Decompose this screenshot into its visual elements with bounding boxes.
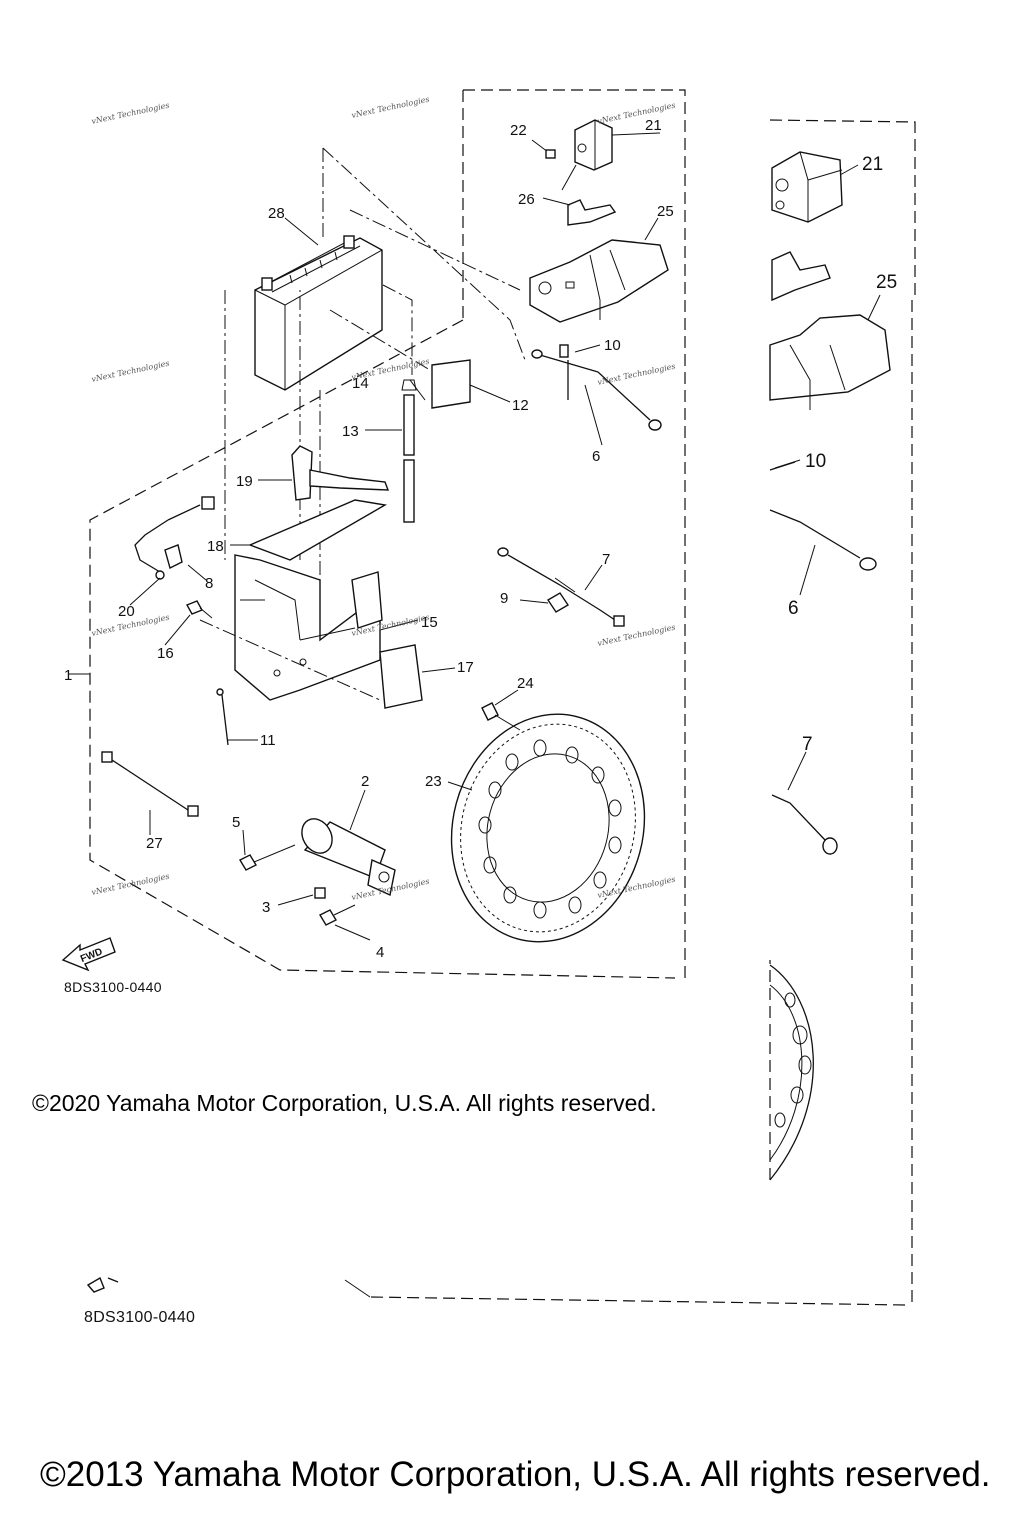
label-11: 11 bbox=[260, 732, 276, 749]
label-25: 25 bbox=[657, 203, 674, 220]
diagram-code: 8DS3100-0440 bbox=[64, 979, 162, 995]
diagram-code-2: 8DS3100-0440 bbox=[84, 1309, 195, 1326]
copyright-2020: ©2020 Yamaha Motor Corporation, U.S.A. A… bbox=[32, 1090, 657, 1116]
starter-ring-gear bbox=[450, 713, 646, 943]
watermark: vNext Technologies bbox=[597, 362, 677, 387]
label-4: 4 bbox=[376, 944, 384, 961]
zoom-label-10: 10 bbox=[805, 451, 826, 472]
leader-lines bbox=[68, 132, 881, 941]
label-21: 21 bbox=[645, 117, 662, 134]
forward-arrow-icon-2 bbox=[86, 1276, 119, 1293]
zoomed-rotor bbox=[769, 964, 814, 1181]
zoomed-detail-frame bbox=[344, 119, 916, 1306]
forward-arrow-icon: FWD bbox=[61, 937, 116, 972]
label-7: 7 bbox=[602, 551, 610, 568]
battery-pad-12 bbox=[431, 359, 471, 409]
starter-relay bbox=[561, 119, 613, 191]
label-23: 23 bbox=[425, 773, 442, 790]
label-26: 26 bbox=[518, 191, 535, 208]
label-14: 14 bbox=[352, 375, 369, 392]
zoom-label-25: 25 bbox=[876, 272, 897, 293]
zoom-label-21: 21 bbox=[862, 154, 883, 175]
bolt-4 bbox=[319, 904, 356, 926]
clamp-9 bbox=[547, 592, 569, 613]
battery-band bbox=[291, 445, 390, 501]
battery bbox=[254, 235, 383, 391]
relay-bracket bbox=[567, 199, 617, 226]
watermark: vNext Technologies bbox=[597, 101, 677, 126]
zoomed-bracket bbox=[771, 251, 831, 302]
label-8: 8 bbox=[205, 575, 213, 592]
zoomed-starter-relay bbox=[771, 151, 843, 223]
zoomed-lead-6 bbox=[769, 509, 861, 559]
wire-27 bbox=[101, 751, 199, 817]
lead-7 bbox=[497, 547, 625, 627]
label-27: 27 bbox=[146, 835, 163, 852]
coupler-8 bbox=[164, 544, 183, 570]
label-22: 22 bbox=[510, 122, 527, 139]
part-labels: 28 22 21 26 25 10 14 12 13 6 19 18 7 8 9… bbox=[64, 117, 897, 961]
wire-11 bbox=[216, 688, 229, 746]
label-1: 1 bbox=[64, 667, 72, 684]
watermark: vNext Technologies bbox=[597, 623, 677, 648]
watermark: vNext Technologies bbox=[351, 95, 431, 120]
label-24: 24 bbox=[517, 675, 534, 692]
starter-motor bbox=[301, 818, 396, 897]
watermark: vNext Technologies bbox=[91, 101, 171, 126]
bolt-16 bbox=[186, 600, 213, 619]
bolt-24 bbox=[481, 702, 521, 731]
label-18: 18 bbox=[207, 538, 224, 555]
copyright-2013: ©2013 Yamaha Motor Corporation, U.S.A. A… bbox=[40, 1455, 991, 1494]
watermark: vNext Technologies bbox=[91, 359, 171, 384]
battery-box bbox=[234, 554, 383, 701]
label-12: 12 bbox=[512, 397, 529, 414]
sensor-lead-20 bbox=[134, 496, 215, 580]
zoomed-lead-7 bbox=[771, 794, 826, 841]
label-17: 17 bbox=[457, 659, 474, 676]
label-10: 10 bbox=[604, 337, 621, 354]
lead-10 bbox=[531, 344, 599, 373]
label-28: 28 bbox=[268, 205, 285, 222]
label-9: 9 bbox=[500, 590, 508, 607]
zoom-label-7: 7 bbox=[802, 734, 813, 755]
battery-hold-rod bbox=[401, 379, 417, 523]
label-3: 3 bbox=[262, 899, 270, 916]
nut-3 bbox=[314, 887, 326, 899]
battery-cushion bbox=[248, 499, 388, 561]
zoomed-cover bbox=[769, 314, 891, 410]
label-13: 13 bbox=[342, 423, 359, 440]
label-19: 19 bbox=[236, 473, 253, 490]
label-15: 15 bbox=[421, 614, 438, 631]
fuse-box-cover bbox=[529, 239, 669, 323]
negative-lead-6 bbox=[567, 360, 662, 431]
label-2: 2 bbox=[361, 773, 369, 790]
label-16: 16 bbox=[157, 645, 174, 662]
label-6: 6 bbox=[592, 448, 600, 465]
relay-bolt bbox=[531, 139, 556, 159]
label-20: 20 bbox=[118, 603, 135, 620]
watermark: vNext Technologies bbox=[351, 357, 431, 382]
bolt-5 bbox=[239, 844, 296, 871]
watermark: vNext Technologies bbox=[91, 872, 171, 897]
assembly-outline bbox=[89, 89, 686, 980]
zoom-label-6: 6 bbox=[788, 598, 799, 619]
insulator-17 bbox=[379, 644, 423, 709]
label-5: 5 bbox=[232, 814, 240, 831]
